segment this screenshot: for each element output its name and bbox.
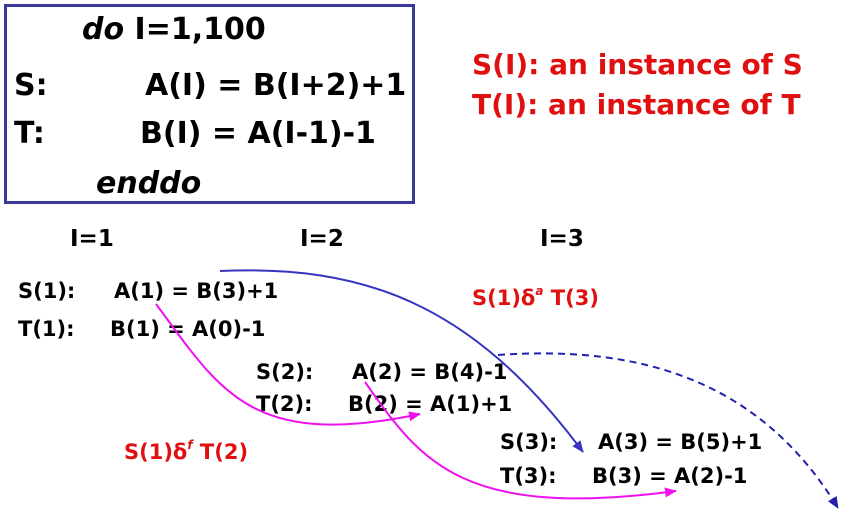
loop-range: I=1,100 [134,12,266,47]
iteration-1-header: I=1 [70,226,114,252]
code-box [4,4,415,204]
s2-statement: A(2) = B(4)-1 [352,360,508,384]
anti-dependence-suffix: T(3) [543,286,599,310]
s1-label: S(1): [18,279,76,303]
s3-statement: A(3) = B(5)+1 [598,430,763,454]
flow-dependence-prefix: S(1)δ [124,440,188,464]
s-statement: A(I) = B(I+2)+1 [145,68,407,103]
t1-statement: B(1) = A(0)-1 [110,317,266,341]
legend-t-instance: T(I): an instance of T [472,88,801,121]
anti-dependence-prefix: S(1)δ [472,286,536,310]
t-statement: B(I) = A(I-1)-1 [140,116,376,151]
t2-label: T(2): [256,392,313,416]
loop-header: do I=1,100 [82,12,266,47]
t3-statement: B(3) = A(2)-1 [592,464,748,488]
s-label: S: [14,68,48,103]
flow-dependence-label: S(1)δf T(2) [124,438,249,464]
flow-dependence-suffix: T(2) [192,440,249,464]
s3-label: S(3): [500,430,558,454]
legend-s-instance: S(I): an instance of S [472,48,803,81]
enddo-keyword: enddo [96,166,202,201]
iteration-2-header: I=2 [300,226,344,252]
s1-statement: A(1) = B(3)+1 [114,279,279,303]
flow-dependence-arrow-s2-t3 [364,381,677,500]
flow-dependence-superscript: f [187,438,193,452]
anti-dependence-label: S(1)δa T(3) [472,284,599,310]
t3-label: T(3): [500,464,557,488]
anti-dependence-superscript: a [535,284,544,298]
iteration-3-header: I=3 [540,226,584,252]
do-keyword: do [82,12,125,47]
anti-dependence-arrow-s2-t4 [497,352,839,509]
anti-dependence-arrow [219,269,584,453]
flow-dependence-arrow-s1-t2 [155,303,421,426]
t1-label: T(1): [18,317,75,341]
s2-label: S(2): [256,360,314,384]
t-label: T: [14,116,45,151]
